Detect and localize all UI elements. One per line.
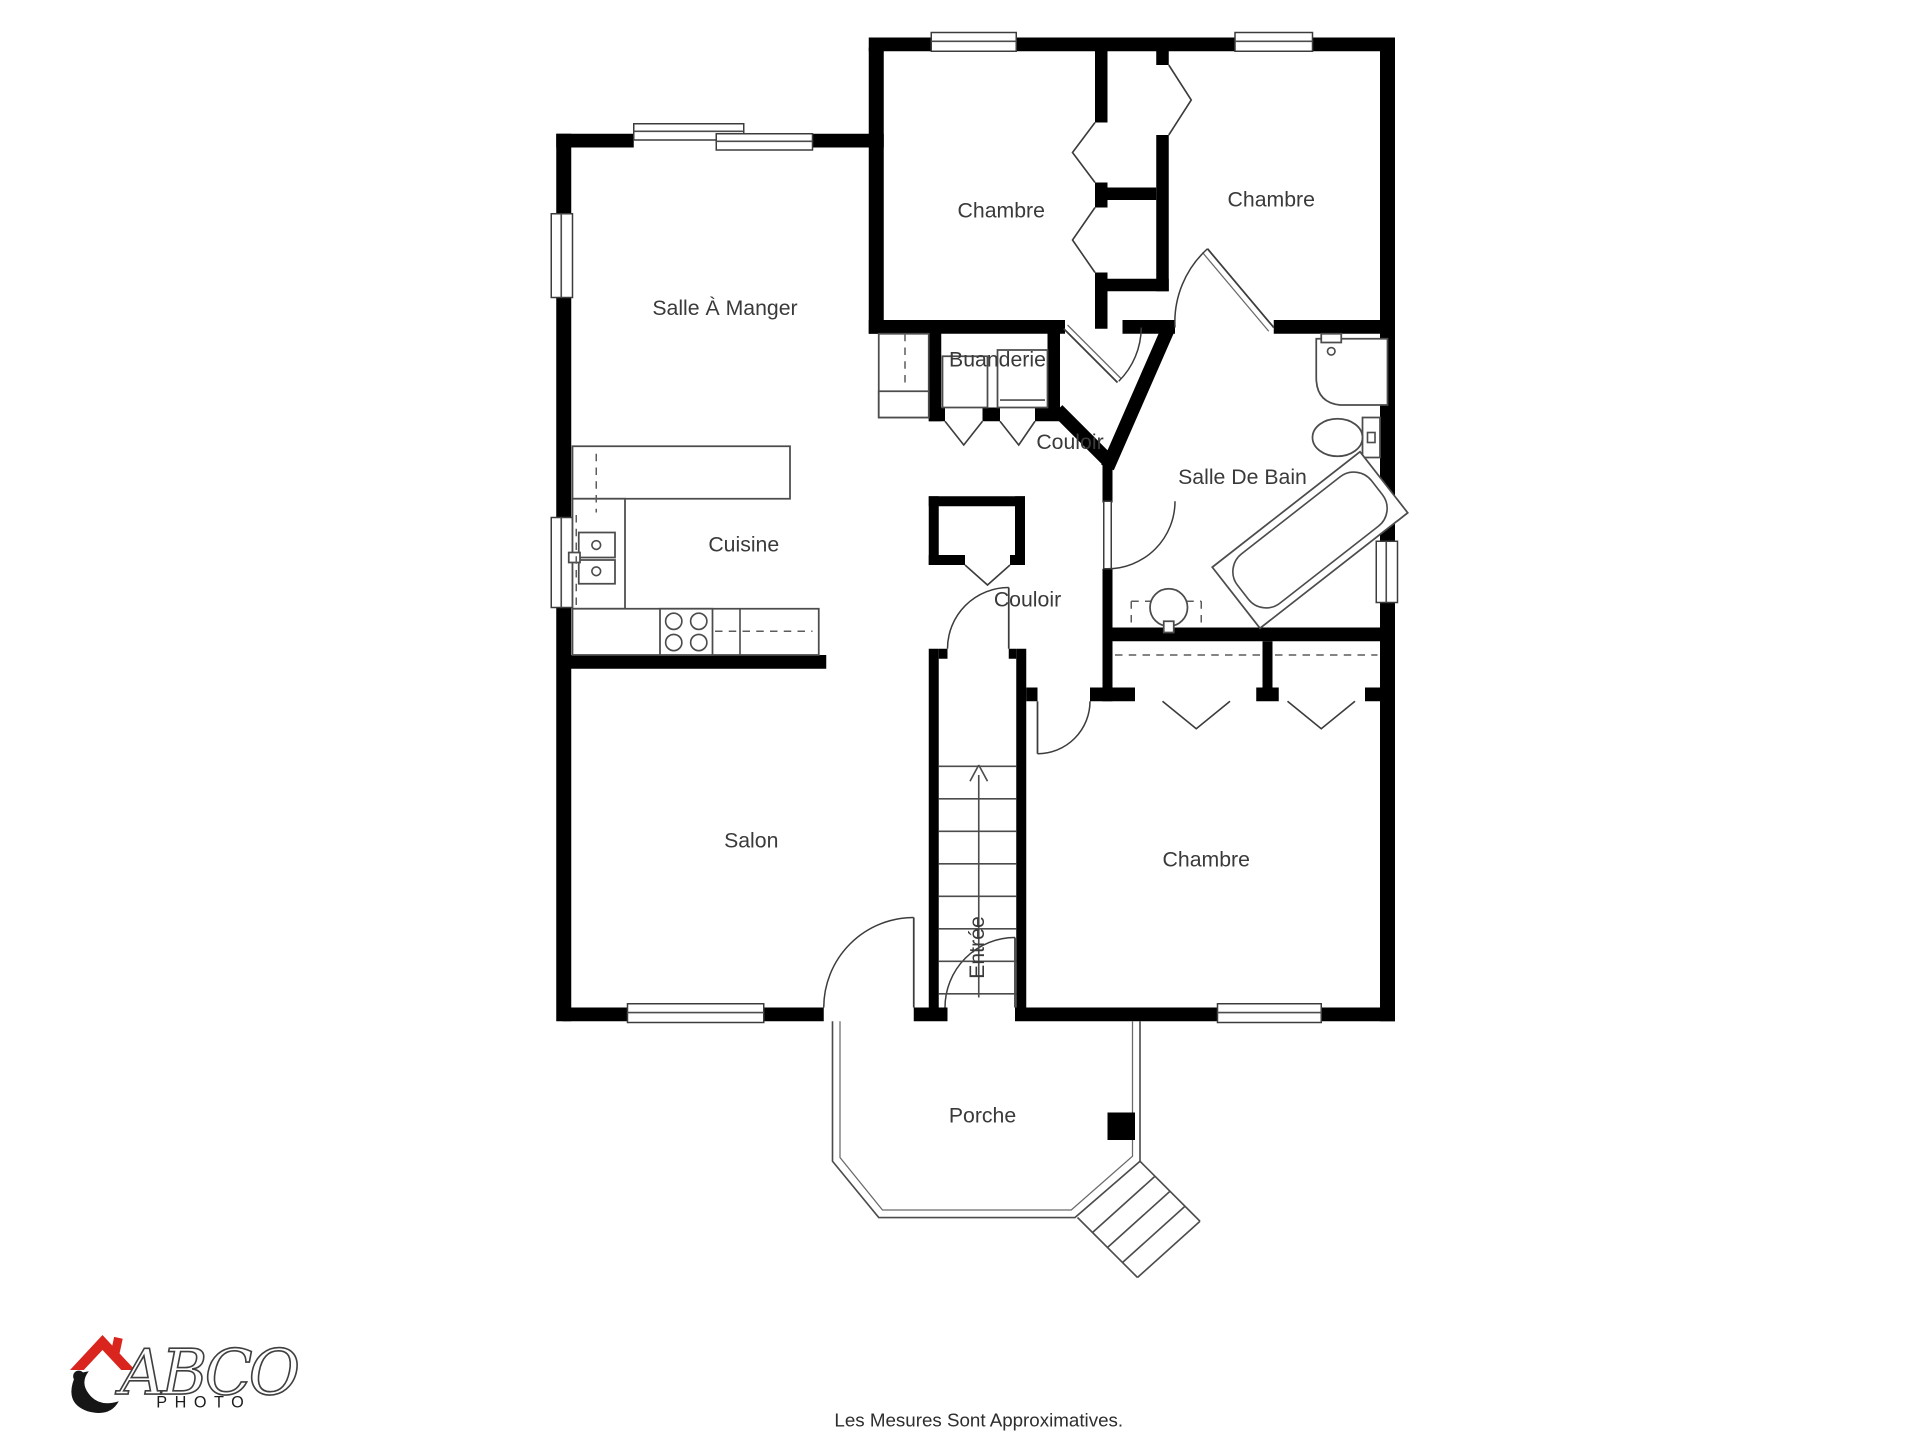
room-label-buanderie: Buanderie: [949, 347, 1046, 371]
windows: [550, 31, 1399, 1024]
logo-swoosh-icon: [71, 1370, 119, 1413]
window-kitchen-left: [550, 516, 574, 609]
bifold-doors: [944, 64, 1378, 730]
room-label-entree: Entrée: [965, 916, 989, 979]
stove-icon: [659, 607, 714, 656]
room-label-salon: Salon: [724, 829, 778, 853]
room-label-salle-a-manger: Salle À Manger: [652, 295, 797, 320]
door-bedroom1: [1063, 324, 1142, 384]
window-bedroom3-bottom: [1216, 1003, 1322, 1024]
bathroom-fixtures: [1130, 332, 1409, 634]
door-bedroom3: [1036, 701, 1091, 755]
bifold-bedroom2-closet: [1168, 64, 1193, 136]
exterior-walls: [556, 37, 1395, 1022]
room-label-chambre-2: Chambre: [1228, 187, 1315, 211]
bifold-laundry-a: [944, 420, 984, 447]
window-dining-top: [633, 123, 814, 151]
bifold-bedroom3-closet-a: [1161, 700, 1231, 730]
bifold-bedroom3-closet-b: [1286, 700, 1356, 730]
kitchen-faucet-icon: [567, 551, 581, 564]
kitchen-counters: [567, 445, 820, 656]
dryer-icon: [996, 349, 1049, 409]
footer-disclaimer: Les Mesures Sont Approximatives.: [834, 1409, 1123, 1430]
logo-house-roof-icon: [70, 1335, 135, 1370]
round-sink-icon: [1130, 587, 1202, 634]
room-label-couloir-1: Couloir: [1036, 430, 1103, 454]
room-labels: Salle À Manger Chambre Chambre Buanderie…: [652, 187, 1315, 1127]
staircase: [938, 764, 1017, 998]
interior-walls: [563, 47, 1395, 1008]
room-label-chambre-3: Chambre: [1163, 847, 1250, 871]
door-front-entrance: [823, 916, 915, 1008]
room-label-chambre-1: Chambre: [958, 199, 1045, 223]
laundry-fixtures: [877, 332, 1049, 419]
room-label-salle-de-bain: Salle De Bain: [1178, 465, 1307, 489]
door-stair-top: [946, 586, 1010, 649]
hall-mini-closet: [877, 332, 930, 419]
window-bedroom2-top: [1234, 31, 1314, 52]
room-label-couloir-2: Couloir: [994, 587, 1061, 611]
washer-icon: [941, 355, 989, 409]
window-bathroom-right: [1375, 540, 1399, 604]
porch-post: [1107, 1112, 1135, 1140]
kitchen-island-counter: [571, 445, 791, 500]
window-bedroom1-top: [930, 31, 1017, 52]
bathroom-vanity-icon: [1315, 332, 1389, 406]
room-label-cuisine: Cuisine: [708, 532, 779, 556]
bathtub-icon: [1211, 450, 1409, 630]
abco-photo-logo: ABCO PHOTO: [70, 1335, 303, 1413]
porch: [831, 1021, 1201, 1279]
bifold-bedroom1-closet-a: [1071, 122, 1096, 183]
door-bedroom2: [1174, 248, 1275, 332]
doors: [823, 248, 1275, 1008]
kitchen-sink: [567, 531, 616, 585]
door-bathroom: [1103, 500, 1176, 570]
room-label-porche: Porche: [949, 1104, 1016, 1128]
stairs-up-arrow-icon: [969, 764, 989, 998]
logo-tagline-text: PHOTO: [156, 1394, 251, 1412]
window-dining-left: [550, 213, 574, 299]
window-salon-bottom: [626, 1003, 765, 1024]
bifold-bedroom1-closet-b: [1071, 207, 1096, 273]
bifold-laundry-b: [999, 420, 1036, 447]
logo-brand-text: ABCO: [115, 1336, 299, 1409]
bifold-hall-closet: [964, 564, 1011, 587]
porch-steps: [1076, 1160, 1201, 1279]
toilet-icon: [1311, 416, 1381, 459]
